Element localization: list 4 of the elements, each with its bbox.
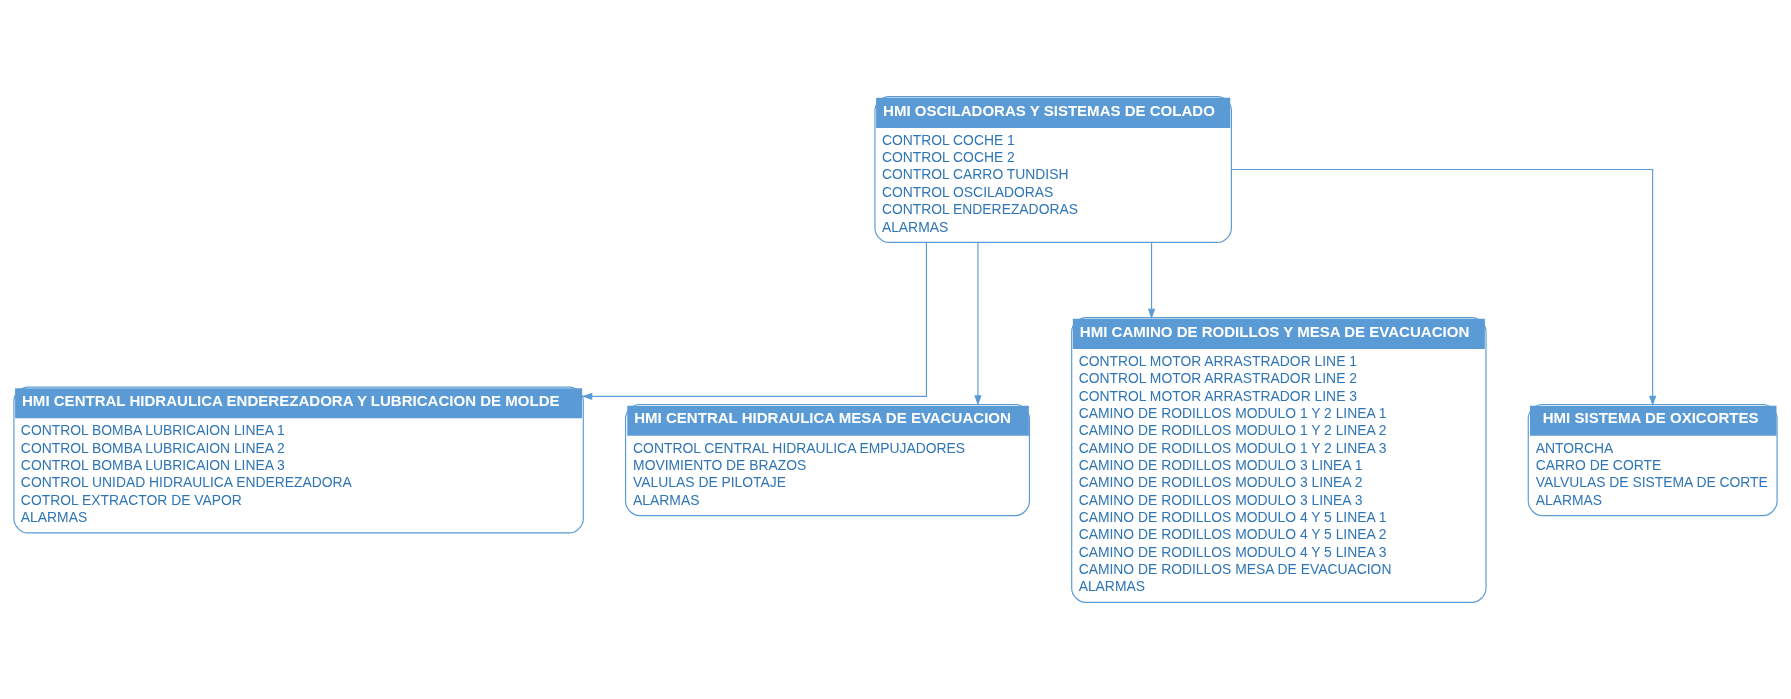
arrow <box>581 241 928 401</box>
arrow <box>1230 168 1657 407</box>
arrow <box>974 241 982 406</box>
arrow <box>1147 241 1156 320</box>
